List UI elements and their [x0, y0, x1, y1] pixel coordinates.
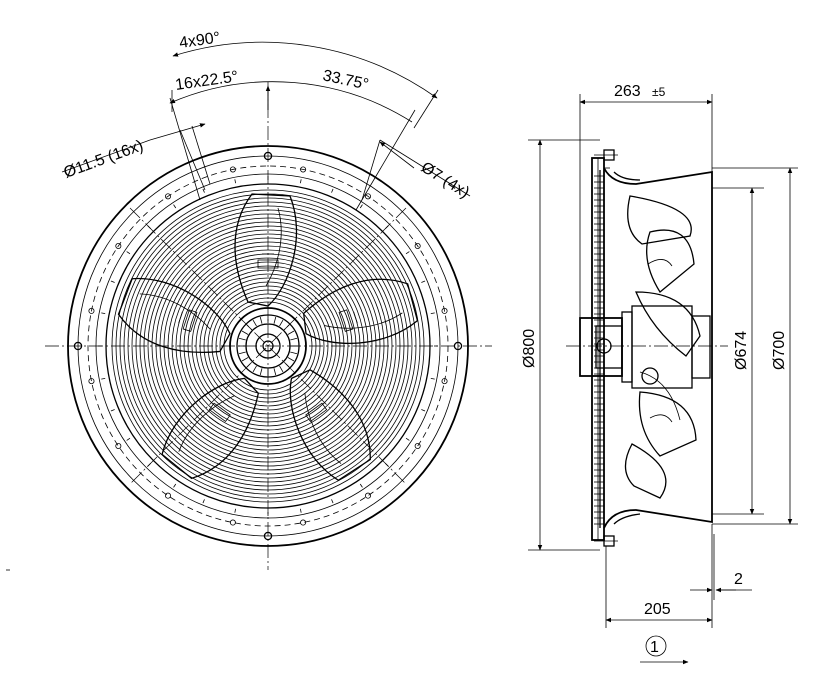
mount-hole — [73, 341, 83, 351]
bolt-hole — [88, 378, 95, 385]
bolt-hole — [441, 378, 448, 385]
inner-ring — [105, 183, 431, 509]
dim-depth-tol: ±5 — [652, 85, 666, 99]
bolt-hole — [414, 242, 421, 249]
fan-blade — [234, 193, 298, 307]
airflow-marker-circle — [645, 635, 667, 657]
dim-length: 205 — [644, 601, 671, 618]
bolt-hole — [365, 492, 372, 499]
bolt-hole — [229, 519, 236, 526]
mount-hole — [263, 151, 273, 161]
side-view: Ø800 Ø674 Ø700 263 ±5 205 2 1 — [521, 83, 798, 665]
dim-dia-800: Ø800 — [521, 329, 538, 368]
dim-hole-11-5: Ø11.5 (16x) — [62, 137, 146, 181]
dim-dia-700: Ø700 — [771, 331, 788, 370]
mount-hole — [263, 531, 273, 541]
bolt-hole — [164, 193, 171, 200]
dim-dia-674: Ø674 — [733, 331, 750, 370]
outer-ring — [67, 145, 469, 547]
bolt-circle — [87, 165, 449, 527]
guard-grille — [115, 193, 421, 499]
bolt-hole — [164, 492, 171, 499]
motor-hub — [229, 307, 307, 385]
bolt-hole — [115, 242, 122, 249]
dim-gap: 2 — [734, 571, 743, 588]
mount-hole — [453, 341, 463, 351]
fan-blades — [117, 193, 419, 482]
airflow-marker-label: 1 — [650, 639, 659, 656]
bolt-hole — [300, 166, 307, 173]
fan-blade — [117, 278, 231, 353]
bolt-hole — [300, 519, 307, 526]
bolt-hole — [88, 307, 95, 314]
dim-4x90: 4x90° — [178, 29, 221, 52]
fan-blade — [289, 369, 371, 482]
front-view: 4x90° 16x22.5° 33.75° Ø11.5 (16x) Ø7 (4x… — [45, 29, 492, 570]
bolt-hole — [365, 193, 372, 200]
dim-hole-7: Ø7 (4x) — [418, 159, 472, 202]
bolt-hole — [414, 443, 421, 450]
fan-blade — [161, 377, 260, 480]
dim-33-75: 33.75° — [321, 67, 370, 93]
bolt-hole — [441, 307, 448, 314]
fan-blade — [302, 278, 419, 345]
dim-depth: 263 — [614, 83, 641, 100]
mounting-holes — [73, 151, 463, 541]
bolt-hole — [229, 166, 236, 173]
bolt-hole — [115, 443, 122, 450]
